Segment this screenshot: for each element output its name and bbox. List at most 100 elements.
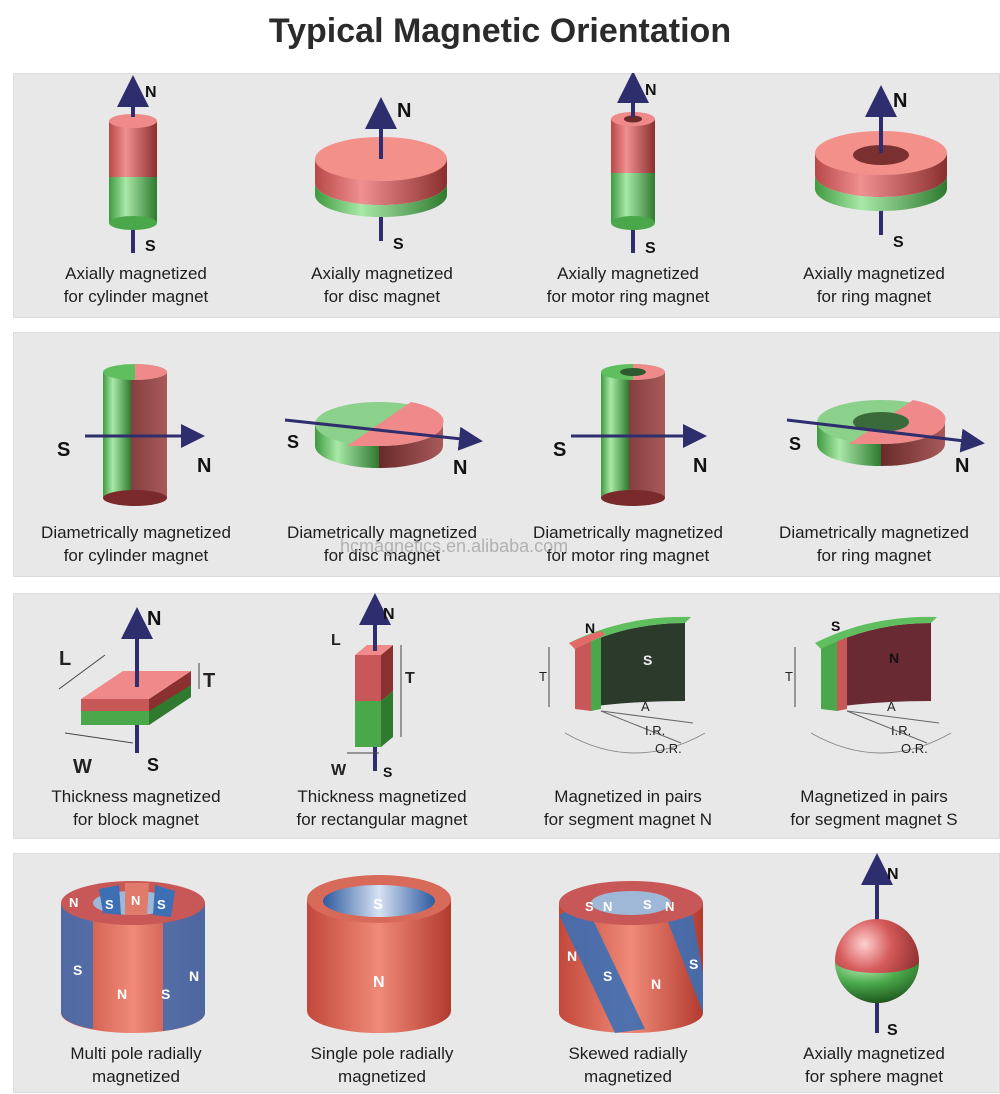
thickness-block-diagram: L T W N S bbox=[58, 607, 215, 778]
dim-or: O.R. bbox=[655, 741, 682, 756]
pole-s-3: S bbox=[73, 962, 82, 978]
label-s: S bbox=[393, 236, 404, 253]
label-n: N bbox=[147, 608, 161, 630]
thickness-rect-diagram: L T W N S bbox=[331, 593, 415, 780]
label-s: S bbox=[645, 240, 656, 257]
label-s: S bbox=[145, 238, 156, 255]
axial-motor-ring-diagram: N S bbox=[611, 73, 657, 257]
segment-n-diagram: N S T A I.R. O.R. bbox=[539, 616, 706, 756]
pole-s-1: S bbox=[105, 897, 114, 912]
label-s: S bbox=[789, 434, 801, 454]
diametric-motor-ring-diagram: S N bbox=[553, 364, 707, 506]
single-pole-radial-diagram: S N bbox=[307, 875, 451, 1033]
axial-sphere-diagram: N S bbox=[835, 853, 919, 1039]
label-s: S bbox=[553, 439, 566, 461]
label-s: S bbox=[147, 755, 159, 775]
label-s: S bbox=[893, 234, 904, 251]
dim-a: A bbox=[641, 699, 650, 714]
dim-t: T bbox=[405, 670, 415, 687]
dim-or: O.R. bbox=[901, 741, 928, 756]
dim-w: W bbox=[73, 756, 92, 778]
label-s: S bbox=[383, 764, 392, 780]
diametric-disc-diagram: S N bbox=[284, 402, 483, 479]
pole-n-2: N bbox=[131, 893, 140, 908]
label-n: N bbox=[145, 84, 157, 101]
label-s: S bbox=[887, 1022, 898, 1039]
dim-t: T bbox=[539, 669, 547, 684]
label-n: N bbox=[383, 606, 395, 623]
dim-w: W bbox=[331, 762, 347, 779]
label-n: N bbox=[889, 650, 899, 666]
pole-n-3: N bbox=[567, 948, 577, 964]
pole-s-2: S bbox=[643, 897, 652, 912]
pole-n-4: N bbox=[651, 976, 661, 992]
label-n: N bbox=[585, 620, 595, 636]
segment-s-diagram: S N T A I.R. O.R. bbox=[785, 616, 952, 756]
pole-s: S bbox=[373, 896, 383, 913]
pole-s-4: S bbox=[161, 986, 170, 1002]
pole-s-4: S bbox=[689, 956, 698, 972]
pole-n: N bbox=[373, 974, 385, 991]
label-s: S bbox=[57, 439, 70, 461]
dim-l: L bbox=[59, 648, 71, 670]
pole-n-1: N bbox=[69, 895, 78, 910]
dim-ir: I.R. bbox=[891, 723, 911, 738]
label-s: S bbox=[831, 618, 840, 634]
pole-n-4: N bbox=[189, 968, 199, 984]
label-n: N bbox=[887, 866, 899, 883]
pole-s-1: S bbox=[585, 899, 594, 914]
skewed-radial-diagram: S N S N N S N S bbox=[559, 881, 703, 1033]
label-n: N bbox=[893, 90, 907, 112]
pole-s-2: S bbox=[157, 897, 166, 912]
label-s: S bbox=[287, 432, 299, 452]
dim-a: A bbox=[887, 699, 896, 714]
dim-l: L bbox=[331, 632, 341, 649]
pole-n-1: N bbox=[603, 899, 612, 914]
dim-ir: I.R. bbox=[645, 723, 665, 738]
label-n: N bbox=[397, 100, 411, 122]
label-n: N bbox=[453, 457, 467, 479]
label-n: N bbox=[197, 455, 211, 477]
dim-t: T bbox=[785, 669, 793, 684]
pole-n-3: N bbox=[117, 986, 127, 1002]
label-n: N bbox=[955, 455, 969, 477]
diametric-cylinder-diagram: S N bbox=[57, 364, 211, 506]
label-n: N bbox=[645, 82, 657, 99]
page-title: Typical Magnetic Orientation bbox=[268, 12, 732, 50]
pole-s-3: S bbox=[603, 968, 612, 984]
diametric-ring-diagram: S N bbox=[786, 400, 985, 477]
axial-disc-diagram: N S bbox=[315, 97, 447, 253]
label-n: N bbox=[693, 455, 707, 477]
axial-ring-diagram: N S bbox=[815, 85, 947, 251]
